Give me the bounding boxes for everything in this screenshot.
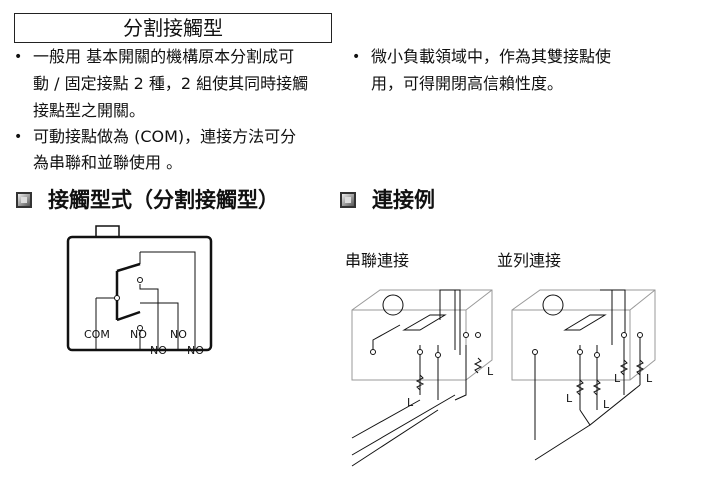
terminal-label-no: NO: [130, 328, 147, 341]
bullet-text-line: 一般用 基本開關的機構原本分割成可: [33, 47, 295, 66]
series-connection-diagram: [351, 289, 493, 467]
section-square-icon: [340, 192, 356, 208]
terminal-label-no: NO: [170, 328, 187, 341]
bullet-icon: •: [352, 49, 361, 65]
section-square-icon: [16, 192, 32, 208]
load-label: L: [603, 398, 610, 411]
load-label: L: [407, 396, 414, 409]
bullet-text-line: 動 / 固定接點 2 種，2 組使其同時接觸: [33, 74, 309, 93]
bullet-text-line: 用，可得開閉高信賴性度。: [371, 74, 564, 93]
section-heading-connection-example: 連接例: [372, 188, 435, 212]
load-label: L: [646, 372, 653, 385]
bullet-text-line: 可動接點做為 (COM)，連接方法可分: [33, 127, 297, 146]
bullet-text-line: 接點型之開關。: [33, 101, 146, 120]
load-label: L: [487, 365, 494, 378]
bullet-text-line: 為串聯和並聯使用 。: [33, 153, 183, 172]
parallel-connection-diagram: [511, 289, 656, 461]
terminal-label-com: COM: [84, 328, 110, 341]
series-connection-label: 串聯連接: [345, 251, 410, 270]
parallel-connection-label: 並列連接: [497, 251, 562, 270]
bullet-icon: •: [14, 49, 23, 65]
bullet-icon: •: [14, 129, 23, 145]
bullet-text-line: 微小負載領域中，作為其雙接點使: [371, 47, 612, 66]
load-label: L: [566, 392, 573, 405]
terminal-label-no: NO: [150, 344, 167, 357]
load-label: L: [614, 372, 621, 385]
terminal-label-no: NO: [187, 344, 204, 357]
page-title: 分割接觸型: [14, 13, 332, 43]
contact-type-diagram: [66, 225, 213, 352]
section-heading-contact-type: 接觸型式（分割接觸型）: [48, 188, 279, 212]
